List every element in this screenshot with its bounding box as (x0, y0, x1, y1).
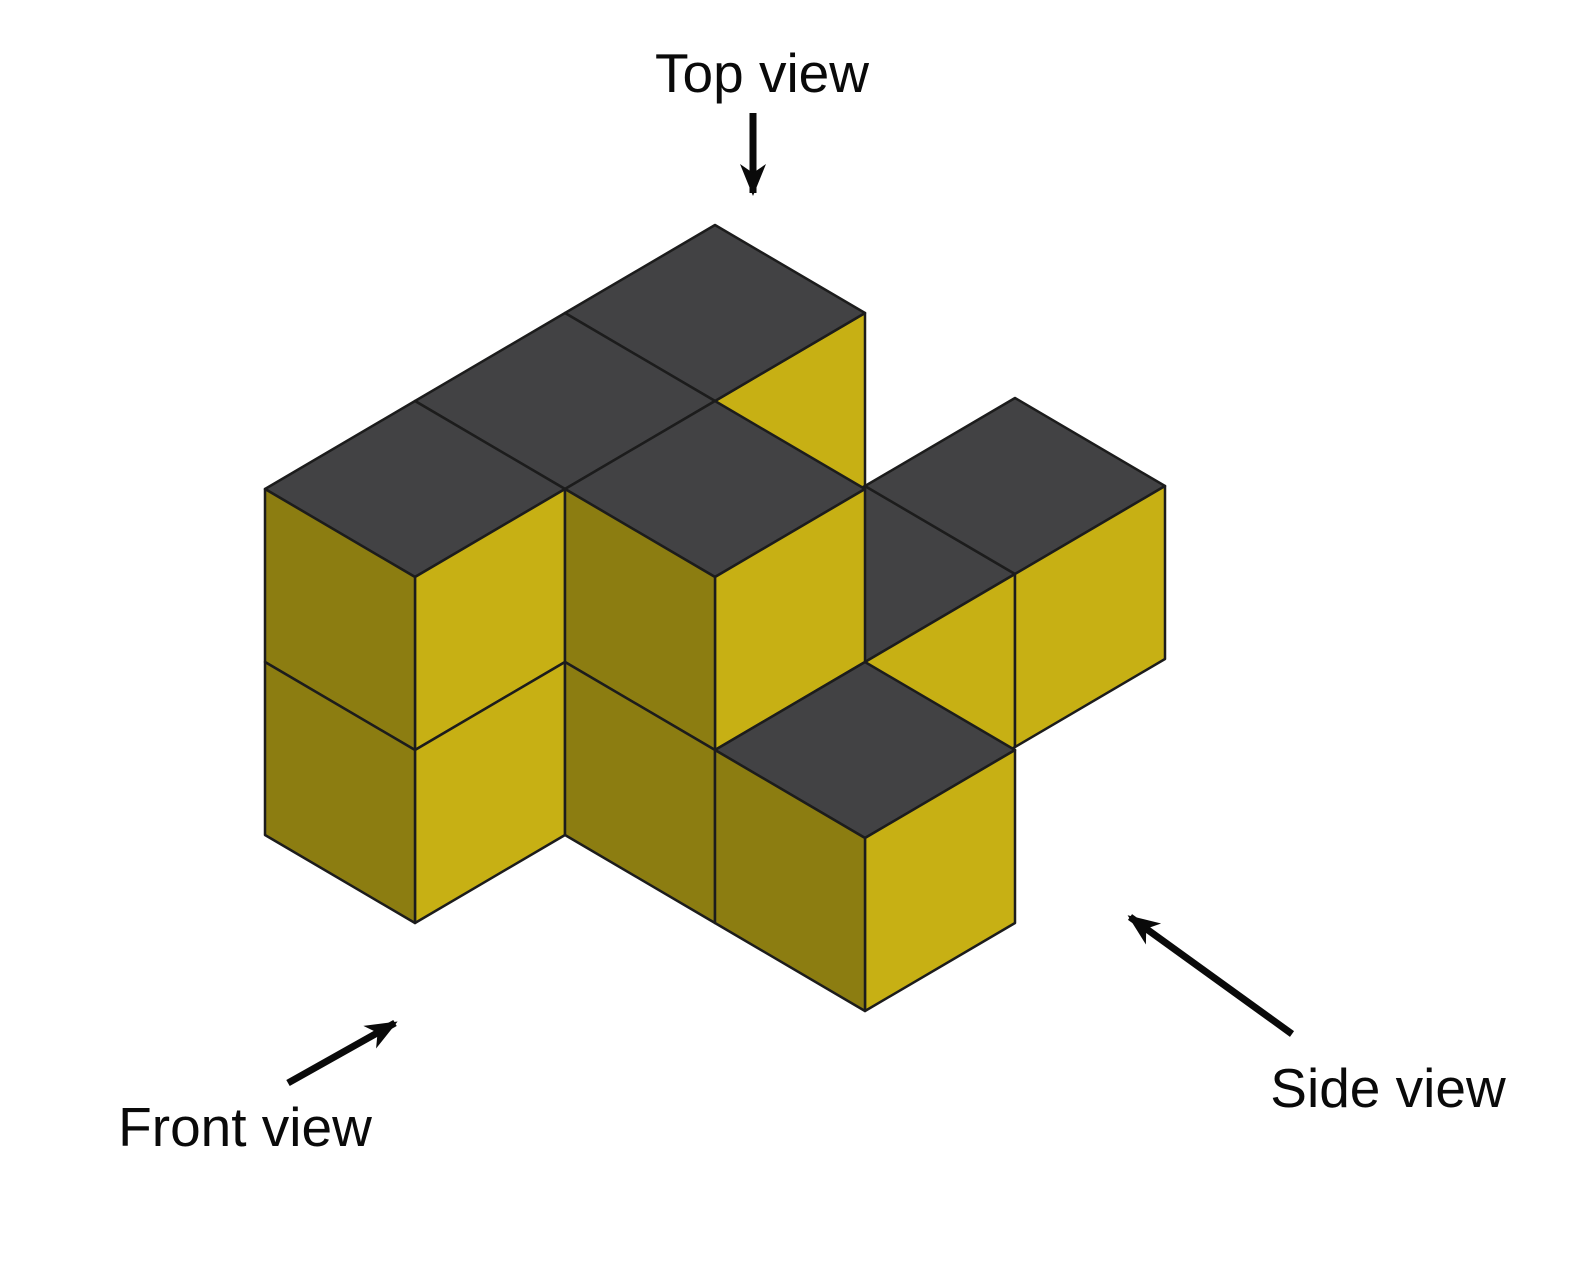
cube-face-left-step (713, 748, 867, 1013)
side-view-arrow-icon (1127, 914, 1295, 1037)
cube-face-right-right-block (1013, 484, 1167, 749)
cube-face-left-left-block-lower (263, 660, 417, 925)
side-view-label: Side view (1270, 1057, 1506, 1119)
front-view-arrow-icon (286, 1019, 398, 1087)
top-view-label: Top view (655, 42, 869, 104)
view-annotations: Top view Front view Side view (118, 42, 1506, 1158)
front-view-label: Front view (118, 1096, 372, 1158)
cube-solid (263, 223, 1167, 1013)
